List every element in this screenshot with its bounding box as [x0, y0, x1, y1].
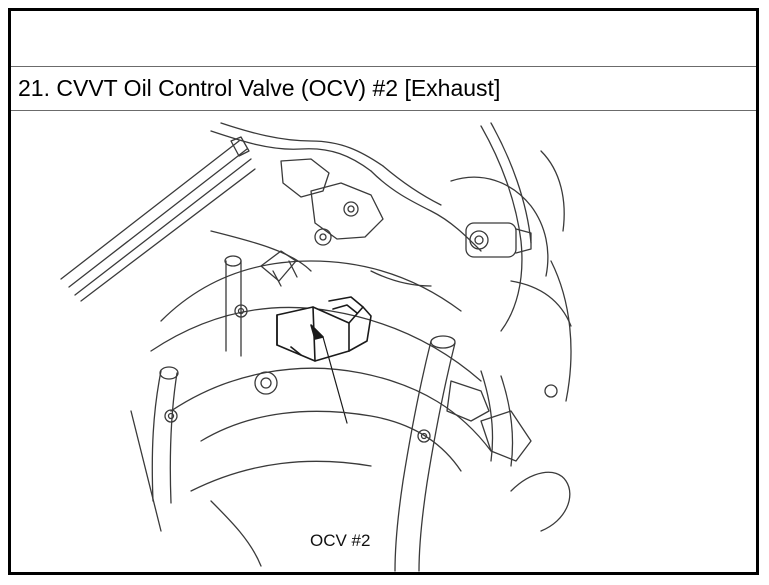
engine-line-drawing — [60, 122, 572, 572]
callout-leader — [322, 336, 348, 424]
header-blank-area — [11, 11, 756, 66]
ocv-valve — [276, 296, 372, 362]
left-rail-lines — [60, 140, 256, 302]
lower-right-hoses — [394, 260, 572, 572]
title-bar: 21. CVVT Oil Control Valve (OCV) #2 [Exh… — [11, 66, 756, 111]
diagram-area: OCV #2 — [11, 111, 756, 572]
engine-body — [150, 228, 492, 452]
page-title: 21. CVVT Oil Control Valve (OCV) #2 [Exh… — [18, 75, 501, 101]
left-pipes — [151, 255, 248, 504]
ocv-callout-label: OCV #2 — [310, 531, 371, 550]
upper-harness — [210, 122, 482, 252]
lower-engine — [130, 371, 462, 567]
document-frame: 21. CVVT Oil Control Valve (OCV) #2 [Exh… — [8, 8, 759, 575]
right-harness — [450, 122, 572, 332]
